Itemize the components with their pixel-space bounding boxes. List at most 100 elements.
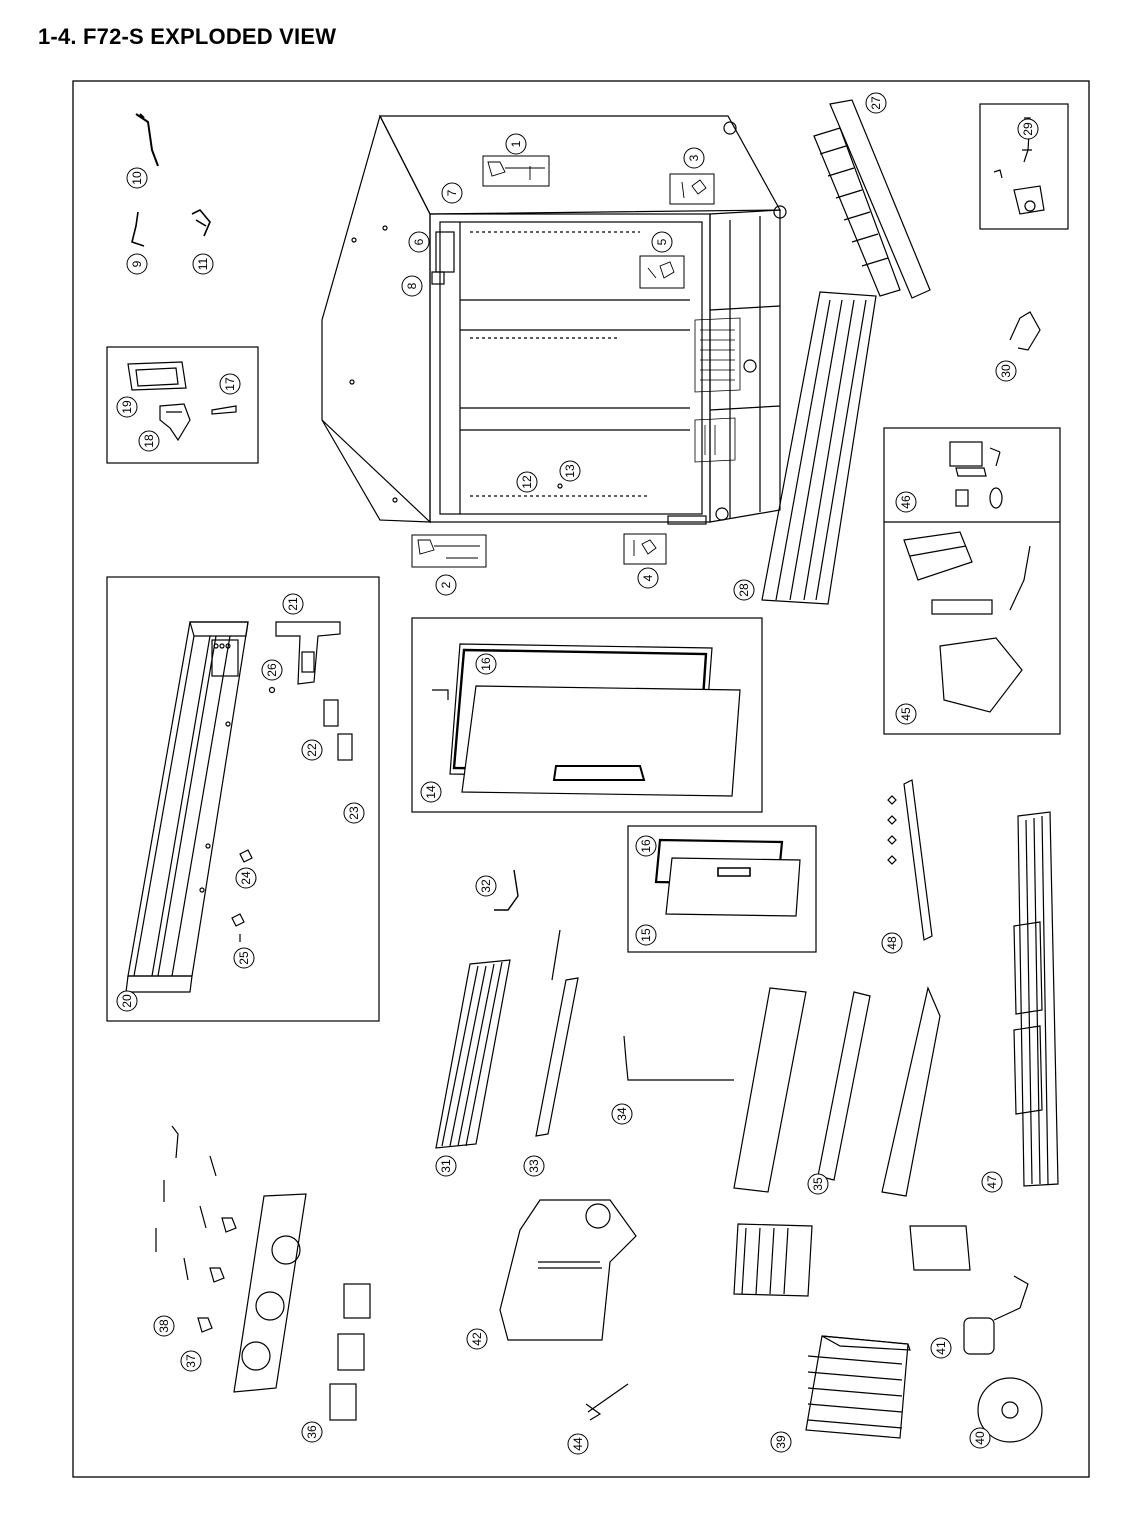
callout-label: 31 xyxy=(439,1159,453,1173)
callout-c7: 7 xyxy=(441,182,463,204)
callout-c21: 21 xyxy=(282,593,304,615)
callout-circle xyxy=(192,253,214,275)
callout-c26: 26 xyxy=(261,659,283,681)
callout-label: 16 xyxy=(479,657,493,671)
callout-circle xyxy=(343,802,365,824)
callout-c1: 1 xyxy=(505,133,527,155)
callout-label: 20 xyxy=(120,994,134,1008)
callout-circle xyxy=(235,867,257,889)
callout-c37: 37 xyxy=(180,1350,202,1372)
callout-c34: 34 xyxy=(611,1103,633,1125)
callout-label: 29 xyxy=(1021,122,1035,136)
callout-c11: 11 xyxy=(192,253,214,275)
callout-circle xyxy=(559,460,581,482)
callout-label: 37 xyxy=(184,1354,198,1368)
callout-c18: 18 xyxy=(138,430,160,452)
callout-label: 25 xyxy=(237,951,251,965)
callout-c44: 44 xyxy=(567,1433,589,1455)
callout-c4: 4 xyxy=(637,567,659,589)
callout-label: 18 xyxy=(142,434,156,448)
part-39-condenser xyxy=(805,1335,911,1439)
callout-c29: 29 xyxy=(1017,118,1039,140)
callout-label: 3 xyxy=(687,154,701,161)
callout-label: 6 xyxy=(412,238,426,245)
callout-circle xyxy=(895,703,917,725)
part-31-coil xyxy=(435,959,511,1149)
callout-circle xyxy=(865,92,887,114)
callout-label: 42 xyxy=(470,1332,484,1346)
callout-c48: 48 xyxy=(881,932,903,954)
callout-label: 21 xyxy=(286,597,300,611)
callout-label: 14 xyxy=(424,785,438,799)
part-15-door xyxy=(654,838,801,917)
box-part-15-door xyxy=(627,825,817,953)
callout-label: 19 xyxy=(120,400,134,414)
callout-circle xyxy=(995,360,1017,382)
callout-circle xyxy=(116,396,138,418)
callout-label: 48 xyxy=(885,936,899,950)
callout-label: 23 xyxy=(347,806,361,820)
callout-label: 44 xyxy=(571,1437,585,1451)
callout-label: 8 xyxy=(405,282,419,289)
box-part-29 xyxy=(979,103,1069,230)
part-9-cable xyxy=(131,211,145,247)
callout-circle xyxy=(153,1315,175,1337)
callout-label: 15 xyxy=(639,928,653,942)
callout-label: 38 xyxy=(157,1319,171,1333)
callout-c16b: 16 xyxy=(635,835,657,857)
callout-circle xyxy=(611,1103,633,1125)
callout-circle xyxy=(651,231,673,253)
callout-circle xyxy=(516,471,538,493)
callout-label: 32 xyxy=(479,879,493,893)
callout-c46: 46 xyxy=(895,491,917,513)
callout-circle xyxy=(435,574,457,596)
callout-circle xyxy=(981,1171,1003,1193)
part-40-fan xyxy=(977,1377,1043,1443)
callout-label: 35 xyxy=(811,1177,825,1191)
callout-circle xyxy=(180,1350,202,1372)
callout-label: 41 xyxy=(934,1341,948,1355)
box-parts-17-19 xyxy=(106,346,259,464)
part-28-tray xyxy=(761,291,877,605)
callout-label: 34 xyxy=(615,1107,629,1121)
callout-c3: 3 xyxy=(683,147,705,169)
callout-circle xyxy=(807,1173,829,1195)
callout-c40: 40 xyxy=(969,1427,991,1449)
callout-label: 9 xyxy=(130,260,144,267)
callout-label: 11 xyxy=(196,257,210,270)
callout-circle xyxy=(770,1431,792,1453)
part-47-filters xyxy=(1013,811,1059,1187)
part-20-panel xyxy=(125,621,249,993)
callout-c31: 31 xyxy=(435,1155,457,1177)
callout-label: 2 xyxy=(439,581,453,588)
callout-circle xyxy=(567,1433,589,1455)
callout-c23: 23 xyxy=(343,802,365,824)
callout-circle xyxy=(895,491,917,513)
callout-label: 22 xyxy=(305,743,319,757)
callout-c27: 27 xyxy=(865,92,887,114)
callout-circle xyxy=(969,1427,991,1449)
callout-circle xyxy=(683,147,705,169)
callout-c10: 10 xyxy=(126,167,148,189)
callout-label: 30 xyxy=(999,364,1013,378)
callout-label: 27 xyxy=(869,96,883,110)
callout-circle xyxy=(475,875,497,897)
callout-c22: 22 xyxy=(301,739,323,761)
box-parts-45-46 xyxy=(883,427,1061,735)
callout-label: 10 xyxy=(130,171,144,185)
callout-c20: 20 xyxy=(116,990,138,1012)
callout-label: 39 xyxy=(774,1435,788,1449)
callout-circle xyxy=(635,835,657,857)
callout-label: 4 xyxy=(641,574,655,581)
callout-circle xyxy=(301,739,323,761)
callout-label: 7 xyxy=(445,189,459,196)
callout-label: 45 xyxy=(899,707,913,721)
part-10-cable xyxy=(135,113,159,167)
callout-c33: 33 xyxy=(523,1155,545,1177)
box-parts-20-26 xyxy=(106,576,380,1022)
callout-label: 1 xyxy=(509,140,523,147)
callout-circle xyxy=(637,567,659,589)
callout-circle xyxy=(408,231,430,253)
callout-circle xyxy=(401,275,423,297)
callout-circle xyxy=(126,253,148,275)
